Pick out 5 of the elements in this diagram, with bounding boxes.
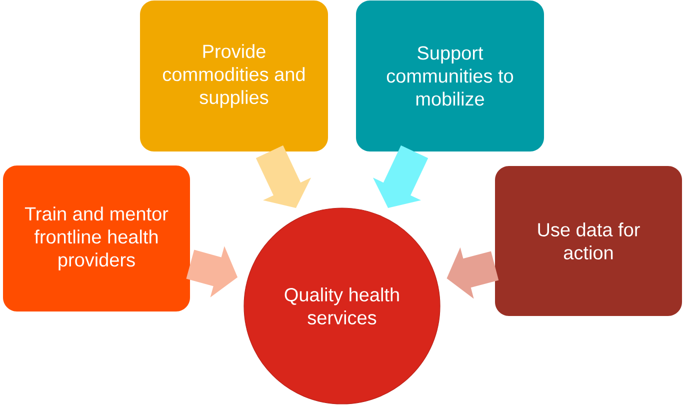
activity-box: Support communities to mobilize — [356, 0, 544, 152]
block-arrow — [256, 145, 312, 208]
activity-box: Train and mentor frontline health providers — [3, 166, 190, 312]
activity-box: Use data for action — [495, 166, 682, 316]
activity-box: Provide commodities and supplies — [140, 0, 328, 152]
